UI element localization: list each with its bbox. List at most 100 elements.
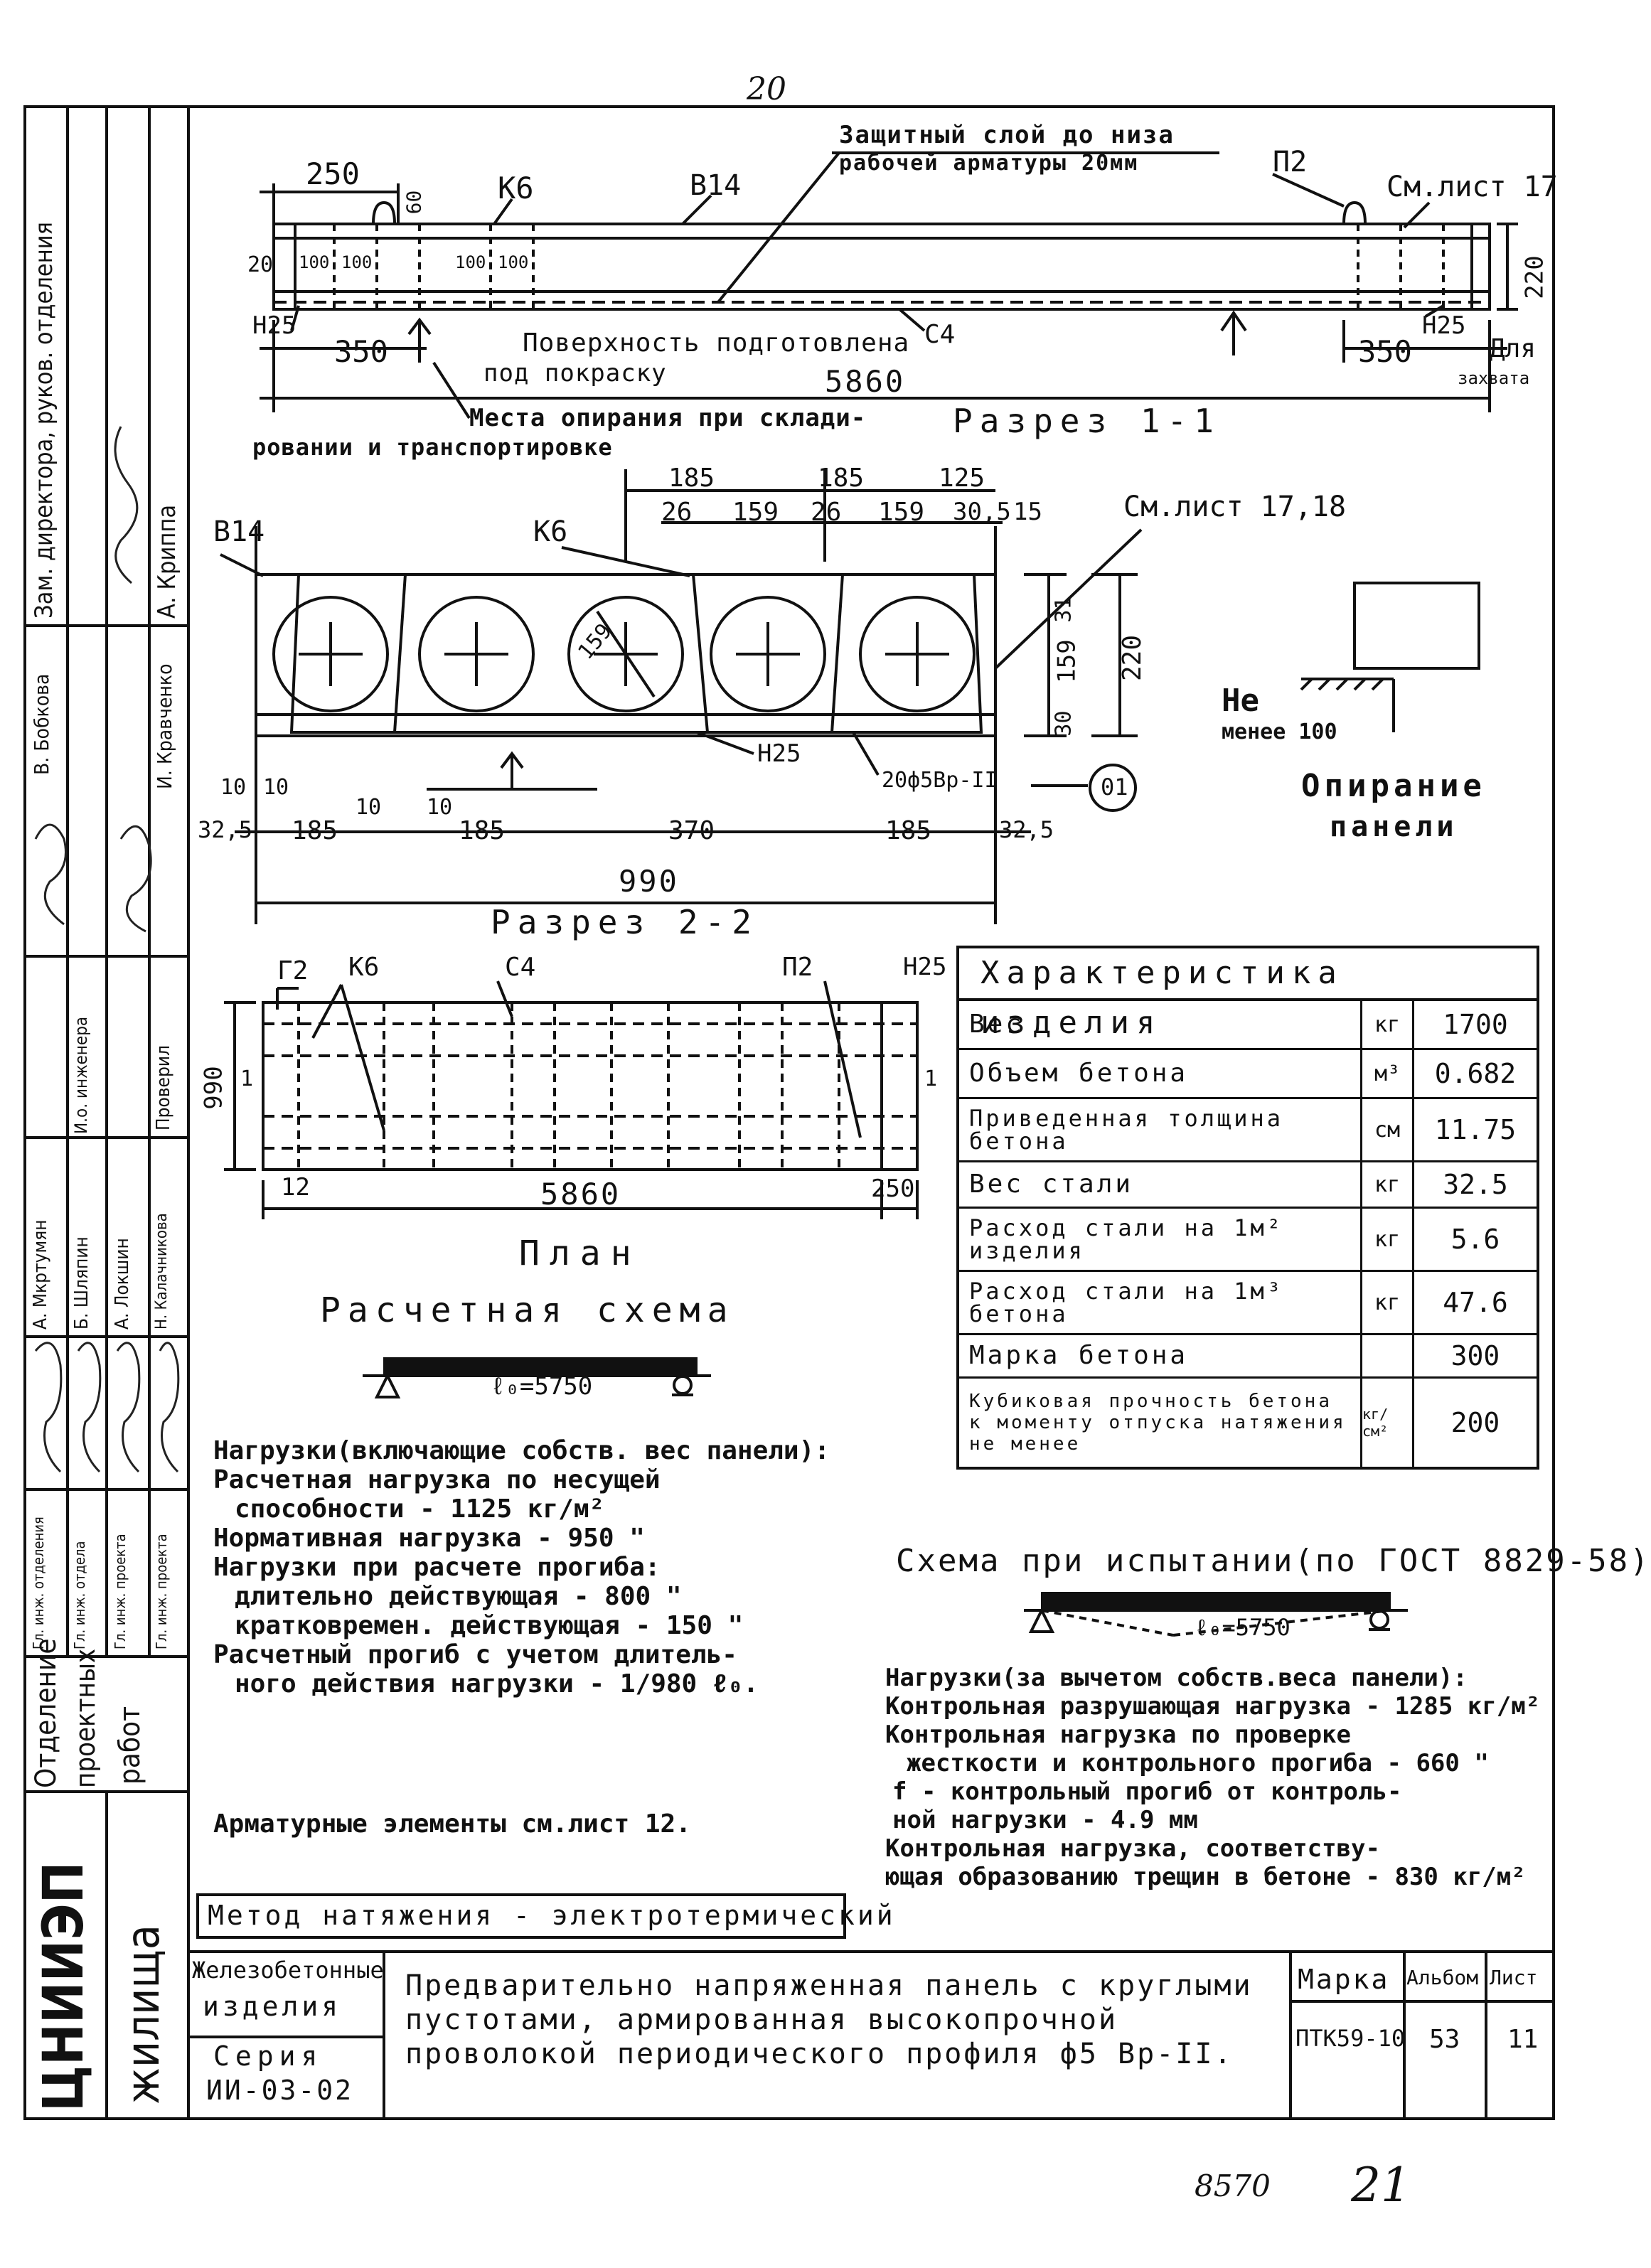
test-scheme-loads: Нагрузки(за вычетом собств.веса панели):… bbox=[885, 1664, 1540, 1891]
label-k6-1: К6 bbox=[498, 171, 534, 205]
dim-185-c: 185 bbox=[885, 816, 932, 845]
dim-60: 60 bbox=[402, 190, 426, 215]
dim-350-left: 350 bbox=[334, 334, 388, 369]
dim-20: 20 bbox=[247, 252, 274, 277]
length-5860-1: 5860 bbox=[825, 364, 906, 399]
stamp-role-io-inzhenera: И.о. инженера bbox=[71, 1016, 91, 1134]
support-note-1: Места опирания при склади- bbox=[469, 404, 867, 432]
support-title-1: Опирание bbox=[1301, 768, 1486, 804]
dim-350-right: 350 bbox=[1358, 334, 1412, 369]
plan-5860: 5860 bbox=[540, 1177, 621, 1211]
section-1-1-title: Разрез 1-1 bbox=[953, 402, 1221, 440]
row-name: Расход стали на 1м³ бетона bbox=[959, 1272, 1362, 1333]
row-value: 47.6 bbox=[1443, 1287, 1508, 1318]
row-unit bbox=[1362, 1335, 1414, 1376]
row-value: 300 bbox=[1450, 1340, 1500, 1371]
dim-r159: 159 bbox=[1052, 639, 1081, 683]
series-value: ИИ-03-02 bbox=[206, 2075, 354, 2106]
stamp-role-gl-inzh-otdela: Гл. инж. отдела bbox=[71, 1541, 88, 1649]
row-name: Объем бетона bbox=[959, 1050, 1362, 1097]
design-line: Расчетная нагрузка по несущей bbox=[213, 1465, 661, 1494]
design-line: ного действия нагрузки - 1/980 ℓ₀. bbox=[235, 1669, 759, 1699]
plan-k6: К6 bbox=[348, 953, 380, 982]
category-2: изделия bbox=[203, 1991, 342, 2022]
void-1 bbox=[272, 596, 389, 712]
sheet-border bbox=[23, 105, 1555, 2120]
plan-12: 12 bbox=[281, 1173, 310, 1202]
table-row: Объем бетона м³ 0.682 bbox=[959, 1050, 1537, 1099]
label-v14-1: В14 bbox=[690, 169, 742, 202]
design-line: кратковремен. действующая - 150 " bbox=[235, 1611, 744, 1640]
table-row: Вес стали кг 32.5 bbox=[959, 1162, 1537, 1209]
test-line: ной нагрузки - 4.9 мм bbox=[892, 1806, 1198, 1834]
for-grip-1: Для bbox=[1490, 334, 1537, 363]
table-row: Марка бетона 300 bbox=[959, 1335, 1537, 1379]
mark-value: ПТК59-10 bbox=[1295, 2025, 1406, 2052]
plan-mark-1-left: 1 bbox=[240, 1066, 254, 1091]
test-line: Контрольная нагрузка по проверке bbox=[885, 1721, 1352, 1749]
void-2 bbox=[418, 596, 535, 712]
design-line: Расчетный прогиб с учетом длитель- bbox=[213, 1640, 737, 1669]
row-unit: кг/см² bbox=[1362, 1379, 1414, 1467]
test-scheme-span: ℓ₀=5750 bbox=[1195, 1614, 1291, 1641]
description-1: Предварительно напряженная панель с круг… bbox=[405, 1969, 1253, 2002]
dim-220-1: 220 bbox=[1520, 255, 1549, 299]
description-2: пустотами, армированная высокопрочной bbox=[405, 2004, 1118, 2036]
page-number-top: 20 bbox=[747, 71, 786, 107]
label-n25-2: Н25 bbox=[757, 739, 801, 768]
row-unit: кг bbox=[1362, 1209, 1414, 1270]
test-line: Контрольная нагрузка, соответству- bbox=[885, 1834, 1380, 1863]
label-n25-right: Н25 bbox=[1422, 311, 1466, 340]
row-unit: кг bbox=[1362, 1162, 1414, 1207]
cover-note-1: Защитный слой до низа bbox=[839, 121, 1175, 149]
plan-c4: С4 bbox=[505, 953, 536, 982]
dim-100-a: 100 bbox=[299, 252, 330, 272]
dim-159-b: 159 bbox=[878, 498, 925, 527]
page-number-bottom: 21 bbox=[1351, 2158, 1411, 2213]
label-k6-2: К6 bbox=[533, 515, 568, 548]
mark-label: Марка bbox=[1298, 1964, 1390, 1995]
stamp-role-gl-inzh-otdeleniya: Гл. инж. отделения bbox=[30, 1517, 47, 1649]
plan-250: 250 bbox=[871, 1175, 915, 1203]
void-3 bbox=[567, 596, 684, 712]
support-note-2: ровании и транспортировке bbox=[252, 434, 613, 461]
width-990: 990 bbox=[619, 864, 679, 899]
section-2-2-title: Разрез 2-2 bbox=[491, 903, 759, 941]
panel-plan bbox=[262, 1001, 919, 1171]
row-unit: м³ bbox=[1362, 1050, 1414, 1097]
description-3: проволокой периодического профиля ф5 Вр-… bbox=[405, 2038, 1234, 2070]
label-v14-2: В14 bbox=[213, 515, 265, 548]
stamp-role-proveril: Проверил bbox=[153, 1045, 174, 1130]
stamp-role-gl-inzh-proekta-2: Гл. инж. проекта bbox=[153, 1534, 170, 1649]
label-p2-1: П2 bbox=[1273, 146, 1308, 178]
dim-100-d: 100 bbox=[498, 252, 529, 272]
row-unit: см bbox=[1362, 1099, 1414, 1160]
dim-top-185-a: 185 bbox=[668, 464, 715, 493]
dim-32-5-a: 32,5 bbox=[198, 816, 253, 843]
stamp-name-kravchenko: И. Кравченко bbox=[153, 663, 176, 790]
void-5 bbox=[859, 596, 976, 712]
row-unit: кг bbox=[1362, 1272, 1414, 1333]
design-line: способности - 1125 кг/м² bbox=[235, 1494, 605, 1524]
surface-note-1: Поверхность подготовлена bbox=[523, 328, 910, 358]
dim-370: 370 bbox=[668, 816, 715, 845]
see-sheet-17-18: См.лист 17,18 bbox=[1123, 491, 1347, 523]
stamp-name-krippa: А. Криппа bbox=[153, 504, 181, 619]
reinforcement-note: Арматурные элементы см.лист 12. bbox=[213, 1809, 691, 1839]
label-c4-1: С4 bbox=[924, 320, 956, 349]
row-name: Вес стали bbox=[959, 1162, 1362, 1207]
org-name: ЦНИИЭП bbox=[32, 1861, 96, 2112]
for-grip-2: захвата bbox=[1458, 368, 1530, 388]
cover-note-2: рабочей арматуры 20мм bbox=[839, 151, 1139, 176]
characteristics-title: Характеристика изделия bbox=[959, 948, 1537, 1041]
stamp-role-gl-inzh-proekta-1: Гл. инж. проекта bbox=[112, 1534, 129, 1649]
dim-26-b: 26 bbox=[811, 498, 842, 527]
support-menee: менее 100 bbox=[1222, 720, 1337, 744]
characteristics-table: Характеристика изделия Вес кг 1700 Объем… bbox=[956, 946, 1539, 1470]
design-line: Нормативная нагрузка - 950 " bbox=[213, 1524, 645, 1553]
table-row: Кубиковая прочность бетона к моменту отп… bbox=[959, 1379, 1537, 1467]
row-value: 5.6 bbox=[1450, 1224, 1500, 1255]
design-scheme-title: Расчетная схема bbox=[320, 1290, 735, 1330]
design-line: Нагрузки(включающие собств. вес панели): bbox=[213, 1436, 830, 1465]
design-scheme-span: ℓ₀=5750 bbox=[491, 1372, 593, 1401]
